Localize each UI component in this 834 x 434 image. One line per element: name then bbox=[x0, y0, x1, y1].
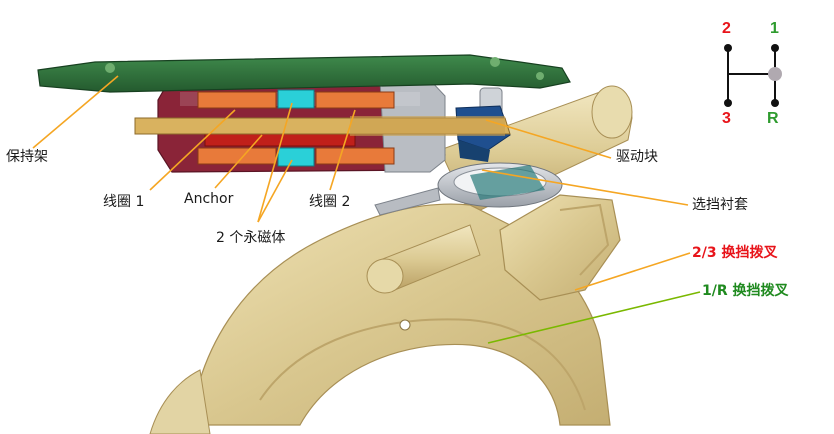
label-anchor: Anchor bbox=[184, 191, 234, 207]
shift-label-2: 2 bbox=[722, 20, 731, 37]
leader-coil2 bbox=[329, 109, 356, 191]
shift-fork-23-body bbox=[499, 194, 621, 301]
leader-fork-1r bbox=[487, 291, 701, 344]
gate-dot-2 bbox=[724, 44, 732, 52]
permanent-magnet-bottom bbox=[277, 147, 315, 167]
label-bracket: 保持架 bbox=[6, 149, 48, 165]
coil-2-top bbox=[315, 91, 395, 109]
leader-fork-23 bbox=[574, 252, 691, 291]
push-rod bbox=[134, 116, 511, 136]
label-fork-1r: 1/R 换挡拨叉 bbox=[702, 283, 789, 299]
label-coil1: 线圈 1 bbox=[103, 194, 145, 210]
leader-coil1 bbox=[149, 109, 236, 191]
label-coil2: 线圈 2 bbox=[309, 194, 351, 210]
shift-label-1: 1 bbox=[770, 20, 779, 37]
coil-1-top bbox=[197, 91, 277, 109]
leader-anchor bbox=[214, 134, 263, 189]
gate-dot-r bbox=[771, 99, 779, 107]
shift-label-r: R bbox=[767, 110, 779, 127]
label-drive-block: 驱动块 bbox=[616, 149, 658, 165]
leader-drive-block bbox=[485, 119, 612, 159]
shift-pattern-diagram bbox=[724, 44, 782, 107]
leader-magnet-b bbox=[257, 159, 293, 223]
label-fork-23: 2/3 换挡拨叉 bbox=[692, 245, 778, 261]
permanent-magnet-top bbox=[277, 89, 315, 109]
leader-bracket bbox=[32, 75, 119, 149]
leader-lines bbox=[32, 75, 691, 291]
gate-dot-1 bbox=[771, 44, 779, 52]
label-selector-sleeve: 选挡衬套 bbox=[692, 197, 748, 213]
coil-1-bottom bbox=[197, 147, 277, 165]
selector-sleeve bbox=[374, 162, 563, 216]
shift-gate-lines bbox=[727, 48, 776, 103]
retaining-bracket bbox=[37, 54, 571, 93]
gate-neutral-dot bbox=[768, 67, 782, 81]
gate-dot-3 bbox=[724, 99, 732, 107]
label-magnets: 2 个永磁体 bbox=[216, 230, 286, 246]
shift-label-3: 3 bbox=[722, 110, 731, 127]
coil-2-bottom bbox=[315, 147, 395, 165]
leader-selector-sleeve bbox=[481, 169, 689, 206]
fork-boss bbox=[366, 224, 481, 294]
leader-magnet-a bbox=[257, 102, 293, 223]
